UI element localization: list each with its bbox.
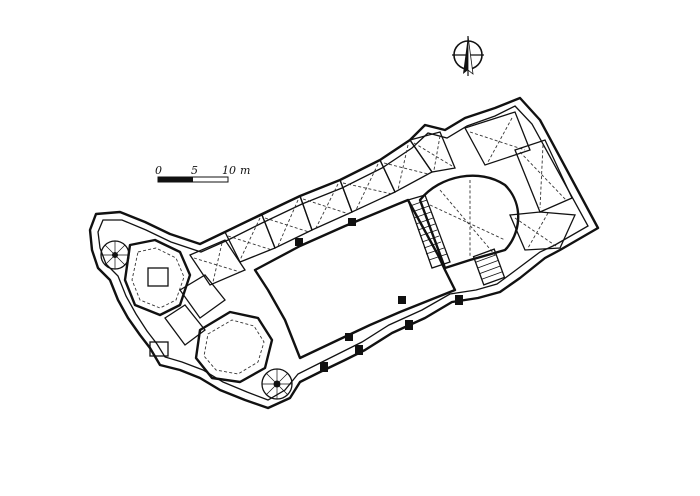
connecting-rooms <box>149 239 246 357</box>
wall-piers <box>320 295 463 372</box>
scale-tick-0: 0 <box>155 164 162 177</box>
scale-bar: 0 5 10 m <box>155 164 250 183</box>
southwest-tower <box>194 310 293 400</box>
north-wing-rooms <box>224 131 456 263</box>
spiral-stair-south <box>261 368 293 400</box>
scale-unit: m <box>240 164 250 177</box>
scale-tick-10: 10 <box>222 164 236 177</box>
chapel <box>418 174 520 270</box>
great-hall <box>253 198 457 360</box>
spiral-stair-west <box>100 240 130 270</box>
west-tower <box>100 238 192 317</box>
north-arrow-icon <box>452 35 484 76</box>
outer-walls <box>88 96 600 410</box>
scale-tick-5: 5 <box>191 164 198 177</box>
side-staircase <box>472 248 506 286</box>
east-wing-rooms <box>464 111 576 251</box>
grand-staircase <box>407 194 451 269</box>
